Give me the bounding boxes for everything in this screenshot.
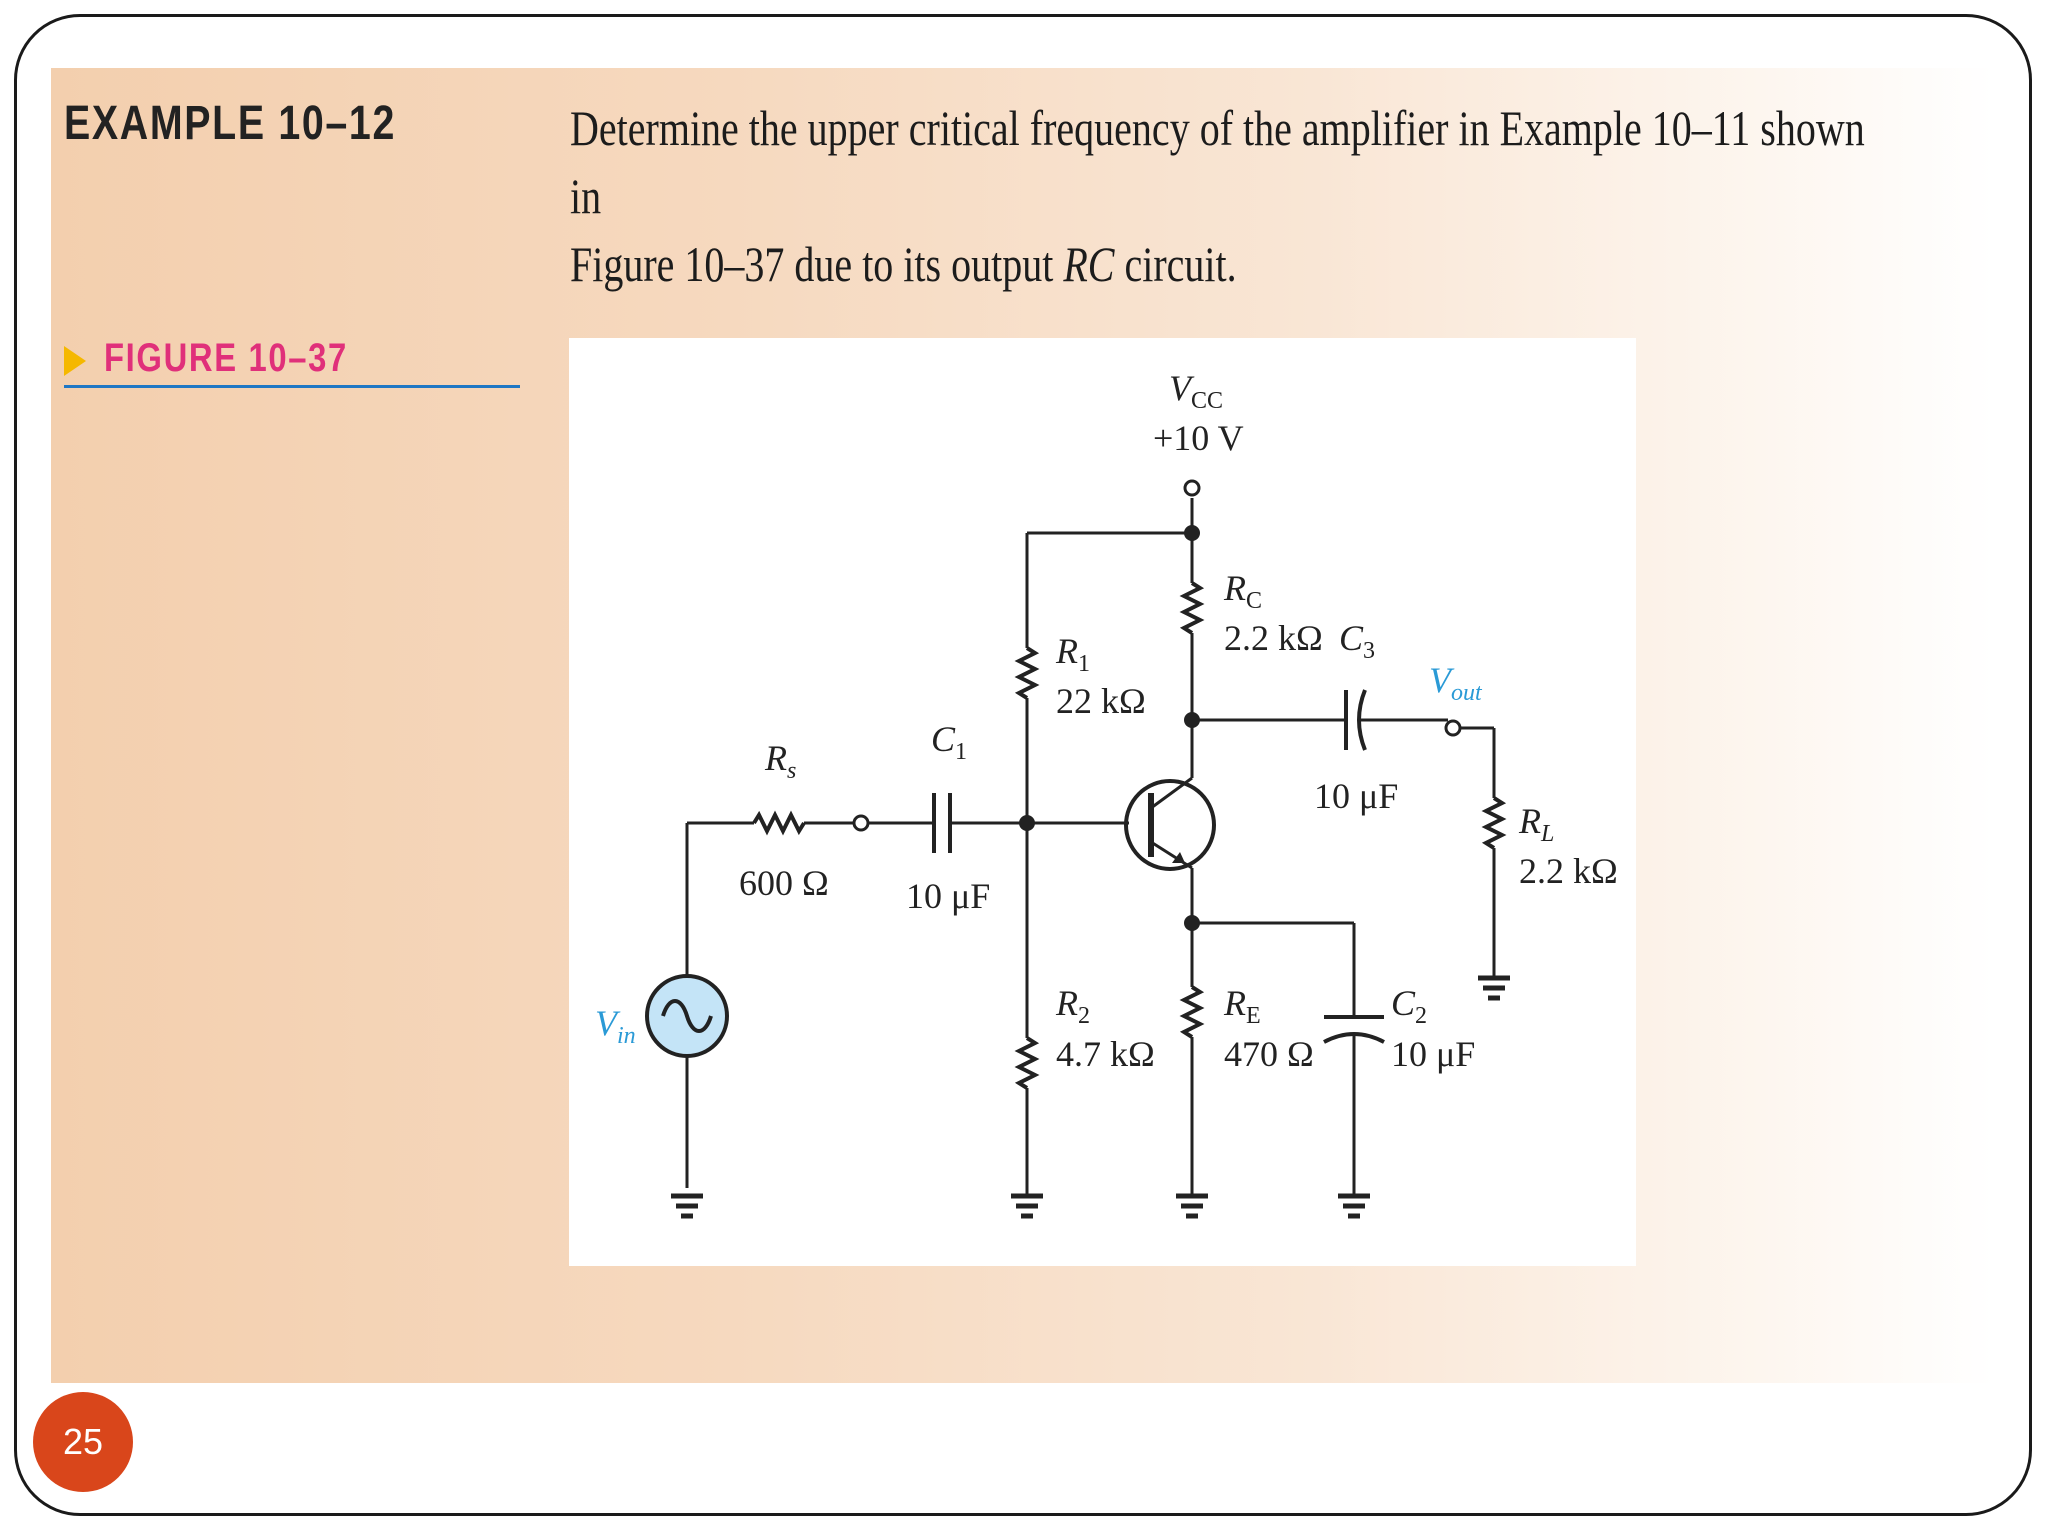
problem-line-2-suffix: circuit. — [1114, 236, 1237, 292]
npn-transistor — [1124, 768, 1216, 871]
problem-statement: Determine the upper critical frequency o… — [570, 94, 1882, 298]
rc-value: 2.2 kΩ — [1224, 618, 1323, 658]
re-label: RE — [1223, 983, 1261, 1029]
vin-label: Vin — [595, 1003, 636, 1049]
caption-arrow-icon — [64, 346, 86, 376]
circuit-diagram: VCC +10 V RC 2.2 kΩ C3 10 μF Vout R1 22 … — [595, 368, 1618, 1219]
resistor-r1 — [1014, 646, 1040, 700]
resistors — [752, 581, 1507, 1090]
circuit-wires — [685, 498, 1496, 1196]
rc-label: RC — [1223, 568, 1262, 614]
capacitors — [932, 689, 1385, 1044]
r1-label: R1 — [1055, 631, 1090, 677]
figure-caption-text: FIGURE 10–37 — [104, 336, 348, 380]
vcc-terminal — [1183, 479, 1201, 497]
rs-label: Rs — [764, 738, 796, 784]
ground-icons — [671, 975, 1510, 1219]
capacitor-c3-plate-b — [1357, 689, 1367, 751]
r1-value: 22 kΩ — [1056, 681, 1146, 721]
component-labels: VCC +10 V RC 2.2 kΩ C3 10 μF Vout R1 22 … — [595, 368, 1618, 1074]
problem-line-2-rc: RC — [1063, 236, 1115, 292]
resistor-r2 — [1014, 1036, 1040, 1090]
vcc-value: +10 V — [1153, 418, 1244, 458]
resistor-re — [1179, 985, 1205, 1039]
rl-label: RL — [1518, 801, 1554, 847]
c2-value: 10 μF — [1391, 1034, 1475, 1074]
c1-label: C1 — [931, 719, 967, 765]
vout-label: Vout — [1429, 660, 1483, 706]
page-number-badge: 25 — [33, 1392, 133, 1492]
input-terminal — [852, 814, 870, 832]
ground-icon-vin — [671, 1193, 703, 1219]
c3-value: 10 μF — [1314, 776, 1398, 816]
example-heading: EXAMPLE 10–12 — [64, 97, 396, 150]
ground-icon-r2 — [1011, 1193, 1043, 1219]
problem-line-2-prefix: Figure 10–37 due to its output — [570, 236, 1064, 292]
resistor-rs — [752, 810, 806, 836]
c2-label: C2 — [1391, 983, 1427, 1029]
capacitor-c2-plate-b — [1323, 1032, 1385, 1044]
output-terminal — [1444, 719, 1462, 737]
c3-label: C3 — [1339, 618, 1375, 664]
resistor-rc — [1179, 581, 1205, 635]
re-value: 470 Ω — [1224, 1034, 1314, 1074]
c1-value: 10 μF — [906, 876, 990, 916]
ac-source-icon — [645, 974, 729, 1058]
resistor-rl — [1481, 796, 1507, 850]
r2-label: R2 — [1055, 983, 1090, 1029]
figure-caption: FIGURE 10–37 — [64, 336, 520, 388]
junction-dots — [1019, 525, 1200, 931]
rs-value: 600 Ω — [739, 863, 829, 903]
problem-line-1: Determine the upper critical frequency o… — [570, 100, 1865, 224]
ground-icon-re — [1176, 1193, 1208, 1219]
ground-icon-rl — [1478, 975, 1510, 1001]
ground-icon-c2 — [1338, 1193, 1370, 1219]
rl-value: 2.2 kΩ — [1519, 851, 1618, 891]
circuit-figure: VCC +10 V RC 2.2 kΩ C3 10 μF Vout R1 22 … — [569, 338, 1636, 1266]
vcc-label: VCC — [1169, 368, 1223, 414]
r2-value: 4.7 kΩ — [1056, 1034, 1155, 1074]
